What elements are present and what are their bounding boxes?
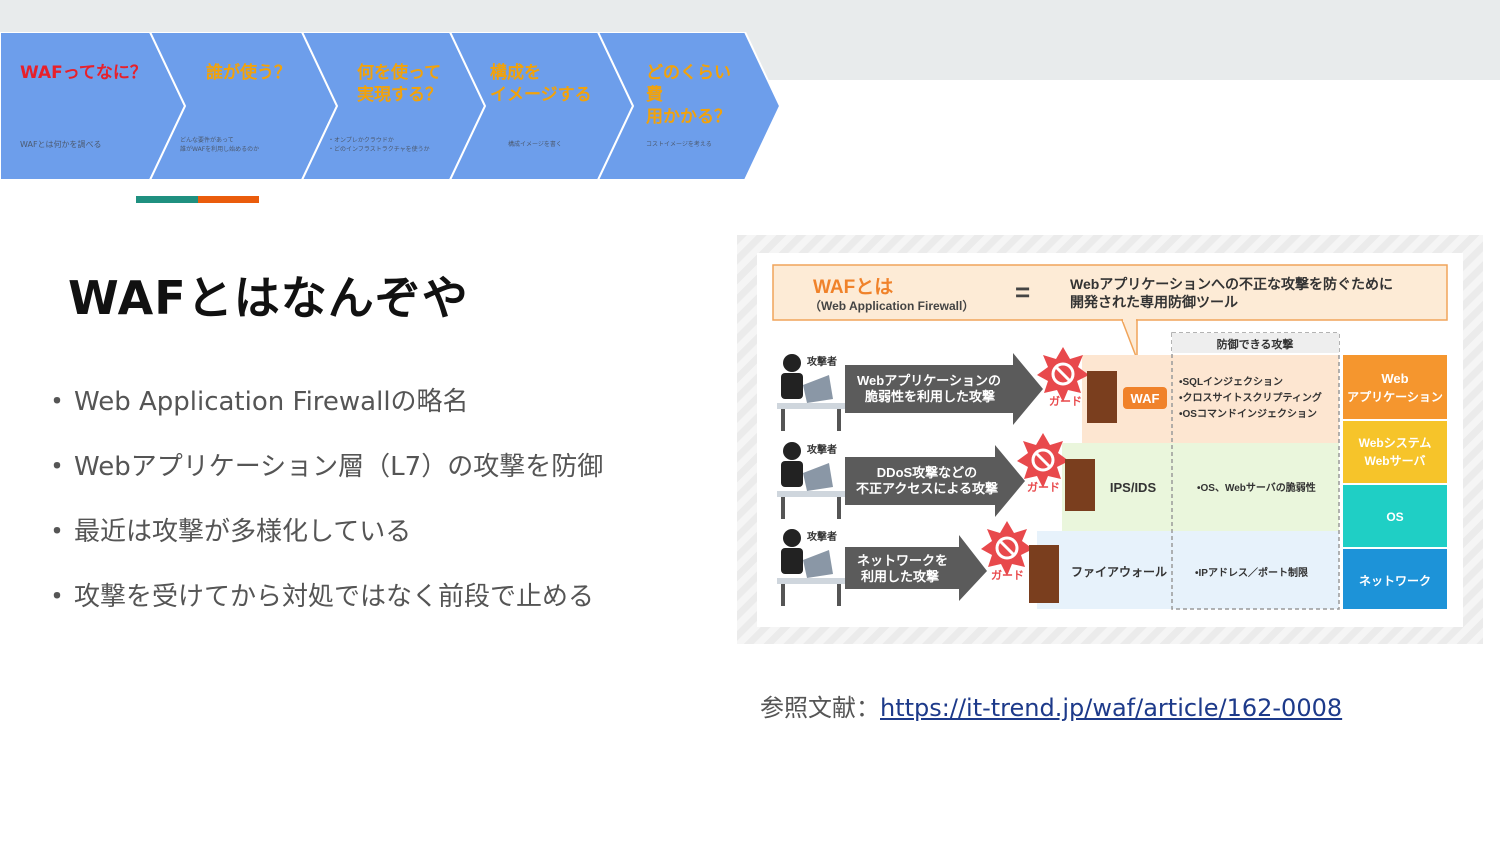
attacker-label: 攻撃者: [807, 530, 837, 543]
guard-label: ガード: [991, 568, 1024, 582]
attack-row-waf: 攻撃者 Webアプリケーションの 脆弱性を利用した攻撃 ガード WAF •SQL…: [777, 347, 1322, 431]
waf-diagram: WAFとは （Web Application Firewall） = Webアプ…: [737, 235, 1483, 644]
definition-line-1: Webアプリケーションへの不正な攻撃を防ぐために: [1070, 276, 1393, 292]
arrow-text-2: 利用した攻撃: [861, 569, 939, 584]
bullet-text: Webアプリケーション層（L7）の攻撃を防御: [74, 452, 604, 482]
step-title: 構成を イメージする: [490, 63, 592, 105]
wall-icon: [1029, 545, 1059, 603]
list-item: ・Web Application Firewallの略名: [44, 380, 603, 445]
attack-item: •クロスサイトスクリプティング: [1179, 391, 1322, 404]
layer-network-label: ネットワーク: [1359, 574, 1431, 588]
attack-item: •IPアドレス／ポート制限: [1195, 566, 1309, 579]
attack-item: •OS、Webサーバの脆弱性: [1197, 481, 1316, 494]
definition-box: [772, 264, 1448, 321]
arrow-shape: [845, 535, 987, 601]
wall-icon: [1065, 459, 1095, 511]
svg-text:Webサーバ: Webサーバ: [1365, 454, 1426, 468]
arrow-shape: [845, 445, 1025, 517]
arrow-text-1: Webアプリケーションの: [857, 373, 1001, 388]
attack-row-ips: 攻撃者 DDoS攻撃などの 不正アクセスによる攻撃 ガード IPS/IDS •O…: [777, 433, 1316, 519]
bullet-marker: ・: [44, 582, 71, 612]
layer-network: [1343, 549, 1447, 609]
firewall-band: [1037, 531, 1172, 609]
step-title: WAFってなに？: [20, 63, 147, 83]
reference-link[interactable]: https://it-trend.jp/waf/article/162-0008: [880, 694, 1343, 722]
definition-line-2: 開発された専用防御ツール: [1070, 294, 1238, 310]
page-title: WAFとはなんぞや: [68, 271, 469, 325]
list-item: ・最近は攻撃が多様化している: [44, 510, 603, 575]
reference-label: 参照文献：: [760, 694, 880, 722]
bullet-marker: ・: [44, 452, 71, 482]
attacks-header: 防御できる攻撃: [1217, 337, 1294, 351]
step-cost[interactable]: どのくらい費 用かかる？ コストイメージを考える: [598, 32, 746, 180]
attack-item: •OSコマンドインジェクション: [1179, 408, 1317, 420]
step-description: 構成イメージを書く: [508, 141, 562, 148]
waf-label: WAFとは: [813, 277, 893, 298]
wall-icon: [1087, 371, 1117, 423]
step-architecture[interactable]: 構成を イメージする 構成イメージを書く: [450, 32, 598, 180]
step-description: どんな要件があって 誰がWAFを利用し始めるのか: [180, 137, 260, 153]
bullet-text: 攻撃を受けてから対処ではなく前段で止める: [74, 582, 595, 612]
list-item: ・攻撃を受けてから対処ではなく前段で止める: [44, 575, 603, 640]
step-description: WAFとは何かを調べる: [20, 140, 102, 149]
layer-os: [1343, 485, 1447, 547]
step-title: どのくらい費 用かかる？: [646, 63, 731, 127]
waf-fullname: （Web Application Firewall）: [809, 298, 974, 313]
step-title: 誰が使う？: [206, 63, 291, 83]
attack-item: •SQLインジェクション: [1179, 376, 1283, 388]
layer-os-label: OS: [1386, 510, 1403, 524]
reference: 参照文献：https://it-trend.jp/waf/article/162…: [760, 688, 1342, 723]
attacker-icon: [783, 529, 801, 547]
attacker-icon: [783, 354, 801, 372]
layer-web-system: [1343, 421, 1447, 483]
svg-text:Web: Web: [1381, 371, 1408, 386]
process-steps: WAFってなに？ WAFとは何かを調べる 誰が使う？ どんな要件があって 誰がW…: [0, 32, 790, 180]
waf-diagram-svg: WAFとは （Web Application Firewall） = Webアプ…: [737, 235, 1483, 644]
equals-sign: =: [1015, 277, 1030, 307]
arrow-text-1: DDoS攻撃などの: [877, 465, 977, 480]
svg-text:Webシステム: Webシステム: [1359, 436, 1432, 450]
step-who-uses[interactable]: 誰が使う？ どんな要件があって 誰がWAFを利用し始めるのか: [150, 32, 302, 180]
arrow-text-2: 脆弱性を利用した攻撃: [864, 389, 995, 404]
svg-text:アプリケーション: アプリケーション: [1347, 389, 1443, 404]
bullet-text: Web Application Firewallの略名: [74, 387, 469, 417]
bullet-list: ・Web Application Firewallの略名 ・Webアプリケーショ…: [44, 380, 603, 640]
step-implementation[interactable]: 何を使って 実現する？ ・オンプレかクラウドか ・どのインフラストラクチャを使う…: [302, 32, 450, 180]
step-title: 何を使って 実現する？: [357, 63, 442, 105]
attacker-label: 攻撃者: [807, 355, 837, 368]
attacker-icon: [783, 442, 801, 460]
defense-label: ファイアウォール: [1071, 565, 1167, 579]
layer-column: Web アプリケーション Webシステム Webサーバ OS ネットワーク: [1343, 355, 1447, 609]
bullet-marker: ・: [44, 387, 71, 417]
attack-row-firewall: 攻撃者 ネットワークを 利用した攻撃 ガード ファイアウォール •IPアドレス／…: [777, 521, 1309, 606]
bullet-marker: ・: [44, 517, 71, 547]
attacker-label: 攻撃者: [807, 443, 837, 456]
defense-label: WAF: [1131, 391, 1160, 406]
attacks-box: [1171, 332, 1340, 610]
arrow-text-1: ネットワークを: [857, 553, 948, 568]
accent-bar-teal: [136, 196, 198, 203]
step-description: ・オンプレかクラウドか ・どのインフラストラクチャを使うか: [328, 137, 430, 153]
arrow-shape: [845, 353, 1043, 425]
accent-bar-orange: [198, 196, 259, 203]
arrow-text-2: 不正アクセスによる攻撃: [856, 481, 998, 496]
guard-label: ガード: [1049, 394, 1082, 408]
guard-label: ガード: [1027, 480, 1060, 494]
defense-label: IPS/IDS: [1110, 480, 1157, 495]
list-item: ・Webアプリケーション層（L7）の攻撃を防御: [44, 445, 603, 510]
bullet-text: 最近は攻撃が多様化している: [74, 517, 412, 547]
layer-web-app: [1343, 355, 1447, 419]
step-what-is-waf[interactable]: WAFってなに？ WAFとは何かを調べる: [0, 32, 150, 180]
chevron-shapes: [0, 32, 782, 180]
step-description: コストイメージを考える: [646, 141, 712, 148]
